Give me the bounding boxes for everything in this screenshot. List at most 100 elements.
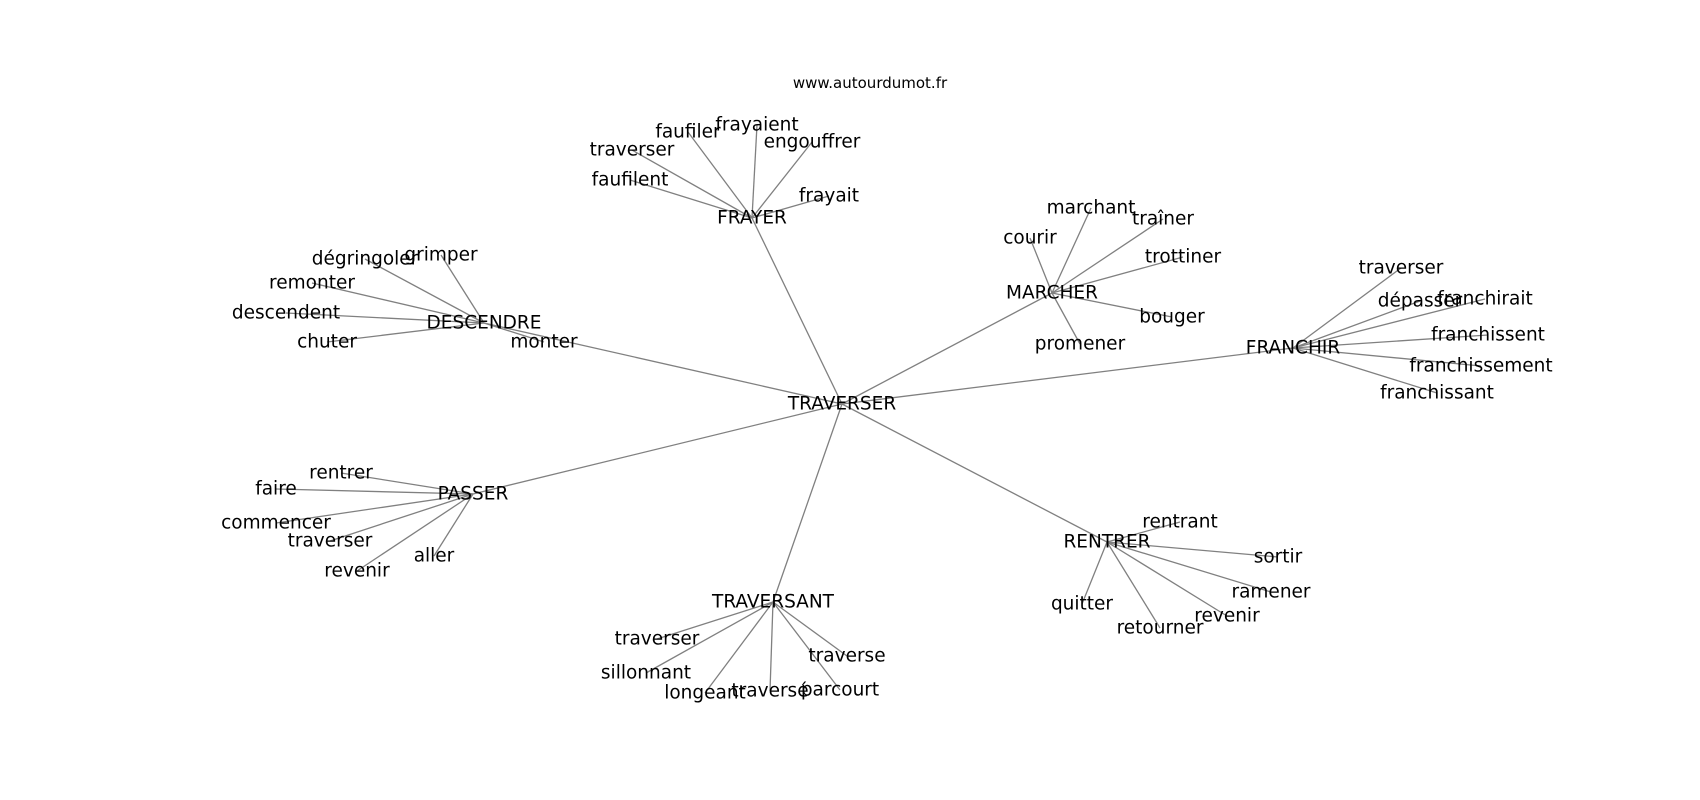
leaf-node-label[interactable]: frayait xyxy=(799,186,859,207)
edge-hub-to-leaf xyxy=(1292,267,1402,349)
hub-node-label[interactable]: MARCHER xyxy=(1006,283,1098,304)
graph-edges xyxy=(275,124,1489,694)
edge-hub-to-leaf xyxy=(645,601,774,674)
center-node-label[interactable]: TRAVERSER xyxy=(787,394,897,415)
edge-center-to-hub xyxy=(841,403,1108,543)
hub-node-label[interactable]: PASSER xyxy=(438,484,509,505)
hub-node-label[interactable]: DESCENDRE xyxy=(427,313,542,334)
edge-hub-to-leaf xyxy=(433,493,474,557)
edge-hub-to-leaf xyxy=(326,322,485,343)
edge-hub-to-leaf xyxy=(356,493,474,572)
edge-hub-to-leaf xyxy=(1292,334,1489,349)
edge-hub-to-leaf xyxy=(1051,292,1081,345)
leaf-node-label[interactable]: faufiler xyxy=(655,122,721,143)
leaf-node-label[interactable]: descendent xyxy=(232,303,340,324)
edge-hub-to-leaf xyxy=(329,493,474,542)
leaf-node-label[interactable]: faire xyxy=(255,479,297,500)
leaf-node-label[interactable]: engouffrer xyxy=(764,132,861,153)
edge-hub-to-leaf xyxy=(631,149,753,219)
leaf-node-label[interactable]: franchissant xyxy=(1380,383,1494,404)
leaf-node-label[interactable]: trottiner xyxy=(1145,247,1222,268)
leaf-node-label[interactable]: frayaient xyxy=(715,115,798,136)
leaf-node-label[interactable]: traîner xyxy=(1132,209,1194,230)
leaf-node-label[interactable]: franchissent xyxy=(1431,325,1545,346)
edge-hub-to-leaf xyxy=(704,601,774,694)
edge-center-to-hub xyxy=(472,403,843,495)
edge-hub-to-leaf xyxy=(1051,292,1173,318)
leaf-node-label[interactable]: dégringoler xyxy=(312,249,419,270)
leaf-node-label[interactable]: revenir xyxy=(1194,606,1260,627)
leaf-node-label[interactable]: chuter xyxy=(297,332,357,353)
hub-node-label[interactable]: TRAVERSANT xyxy=(711,592,835,613)
hub-node-label[interactable]: FRAYER xyxy=(717,208,787,229)
leaf-node-label[interactable]: marchant xyxy=(1047,198,1136,219)
hub-node-label[interactable]: FRANCHIR xyxy=(1246,338,1341,359)
leaf-node-label[interactable]: traverser xyxy=(590,140,675,161)
edge-hub-to-leaf xyxy=(1106,521,1181,543)
leaf-node-label[interactable]: monter xyxy=(510,332,578,353)
leaf-node-label[interactable]: promener xyxy=(1035,334,1126,355)
edge-hub-to-leaf xyxy=(656,601,774,640)
leaf-node-label[interactable]: faufilent xyxy=(592,170,669,191)
edge-hub-to-leaf xyxy=(751,124,758,219)
edge-hub-to-leaf xyxy=(1051,256,1184,294)
leaf-node-label[interactable]: remonter xyxy=(269,273,355,294)
leaf-node-label[interactable]: sortir xyxy=(1254,547,1303,568)
edge-hub-to-leaf xyxy=(769,601,774,692)
leaf-node-label[interactable]: retourner xyxy=(1117,618,1204,639)
leaf-node-label[interactable]: bouger xyxy=(1139,307,1205,328)
edge-hub-to-leaf xyxy=(1292,300,1421,349)
edge-hub-to-leaf xyxy=(751,141,813,219)
edge-hub-to-leaf xyxy=(1051,218,1164,294)
leaf-node-label[interactable]: franchissement xyxy=(1409,356,1552,377)
edge-hub-to-leaf xyxy=(1051,207,1092,294)
edge-hub-to-leaf xyxy=(1292,347,1482,367)
edge-hub-to-leaf xyxy=(285,312,485,324)
leaf-node-label[interactable]: commencer xyxy=(221,513,331,534)
edge-hub-to-leaf xyxy=(772,601,841,691)
edge-hub-to-leaf xyxy=(1106,541,1279,558)
leaf-node-label[interactable]: franchirait xyxy=(1437,289,1533,310)
leaf-node-label[interactable]: revenir xyxy=(324,561,390,582)
edge-center-to-hub xyxy=(483,322,843,405)
leaf-node-label[interactable]: aller xyxy=(414,546,455,567)
leaf-node-label[interactable]: traverser xyxy=(615,629,700,650)
leaf-node-label[interactable]: ramener xyxy=(1231,582,1310,603)
leaf-node-label[interactable]: rentrant xyxy=(1142,512,1217,533)
edge-hub-to-leaf xyxy=(364,258,485,324)
graph-labels: www.autourdumot.fr TRAVERSER FRAYER traver… xyxy=(221,74,1553,704)
edge-hub-to-leaf xyxy=(1292,347,1438,394)
leaf-node-label[interactable]: parcourt xyxy=(801,680,879,701)
edge-hub-to-leaf xyxy=(772,601,848,657)
leaf-node-label[interactable]: dépasser xyxy=(1378,291,1463,312)
leaf-node-label[interactable]: traverser xyxy=(288,531,373,552)
edge-hub-to-leaf xyxy=(1106,541,1272,593)
leaf-node-label[interactable]: rentrer xyxy=(309,463,373,484)
edge-center-to-hub xyxy=(751,217,843,405)
leaf-node-label[interactable]: longeant xyxy=(664,683,746,704)
edge-hub-to-leaf xyxy=(1292,298,1486,349)
edge-hub-to-leaf xyxy=(1106,541,1161,629)
leaf-node-label[interactable]: courir xyxy=(1003,228,1057,249)
edge-hub-to-leaf xyxy=(751,195,830,219)
leaf-node-label[interactable]: sillonnant xyxy=(601,663,691,684)
site-url-label: www.autourdumot.fr xyxy=(793,74,948,92)
leaf-node-label[interactable]: traversé xyxy=(731,681,808,702)
edge-hub-to-leaf xyxy=(1106,541,1228,617)
edge-hub-to-leaf xyxy=(340,472,474,495)
edge-hub-to-leaf xyxy=(629,179,753,219)
edge-hub-to-leaf xyxy=(440,254,485,324)
edge-center-to-hub xyxy=(841,292,1053,405)
edge-hub-to-leaf xyxy=(275,493,474,524)
leaf-node-label[interactable]: quitter xyxy=(1051,594,1113,615)
hub-node-label[interactable]: RENTRER xyxy=(1063,532,1150,553)
leaf-node-label[interactable]: traverse xyxy=(808,646,885,667)
edge-hub-to-leaf xyxy=(1081,541,1108,605)
edge-center-to-hub xyxy=(772,403,843,603)
edge-hub-to-leaf xyxy=(275,488,474,495)
leaf-node-label[interactable]: grimper xyxy=(404,245,478,266)
edge-hub-to-leaf xyxy=(1029,237,1053,294)
leaf-node-label[interactable]: traverser xyxy=(1359,258,1444,279)
edge-hub-to-leaf xyxy=(687,131,753,219)
edge-center-to-hub xyxy=(841,347,1294,405)
